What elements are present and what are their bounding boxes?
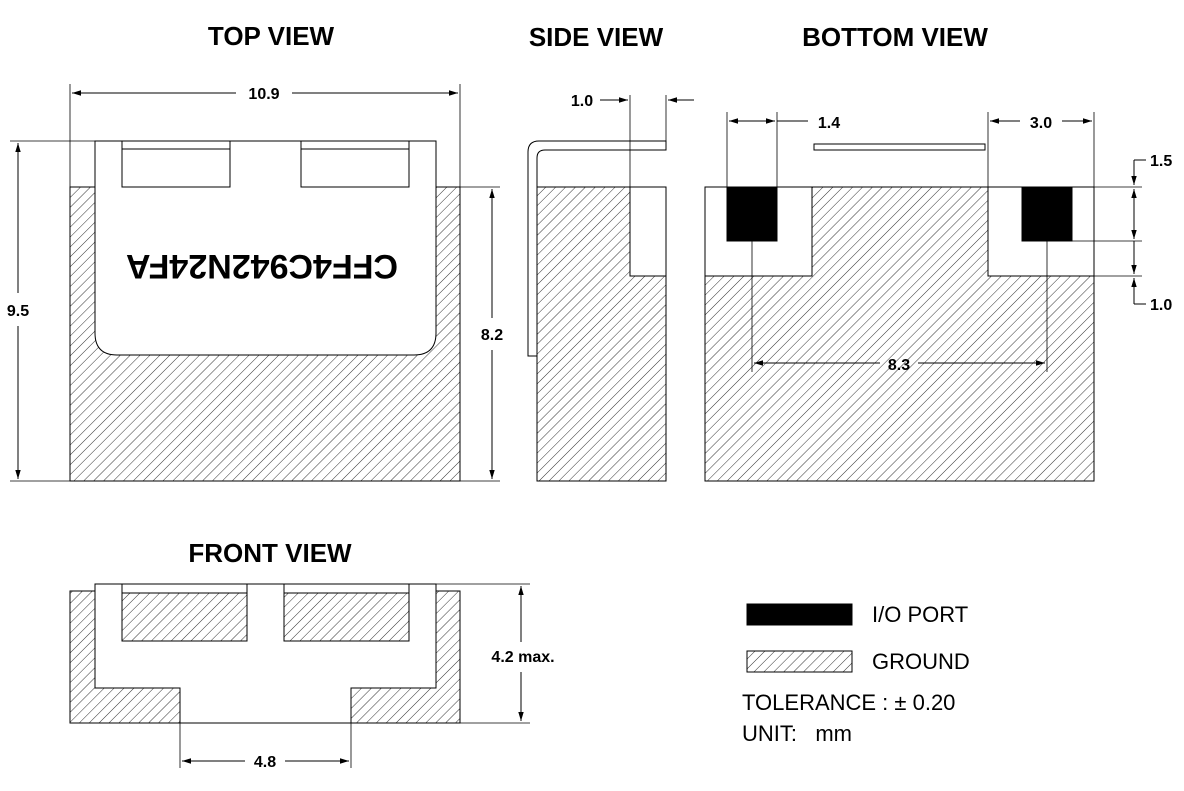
top-height-label: 9.5 [7, 303, 29, 320]
bottom-view-title: BOTTOM VIEW [802, 22, 988, 52]
top-body-height-label: 8.2 [481, 327, 503, 344]
top-view-cover [94, 140, 437, 356]
top-view: TOP VIEW CFF4C942N24FA 10.9 9.5 8.2 [7, 21, 503, 482]
tolerance-note: TOLERANCE : ± 0.20 [742, 690, 955, 715]
legend-ground-swatch [746, 650, 853, 673]
io-port-pad-right [1021, 186, 1073, 242]
bottom-pad-edge-label: 1.0 [1150, 297, 1172, 314]
unit-note: UNIT: mm [742, 721, 852, 746]
legend-io-port-label: I/O PORT [872, 602, 968, 627]
front-height-label: 4.2 max. [491, 649, 554, 666]
front-view-terminal-left [121, 592, 248, 642]
top-view-terminal-right [300, 140, 410, 188]
side-view-cover [527, 140, 667, 357]
front-view-terminal-right [283, 592, 410, 642]
legend-io-port-swatch [746, 603, 853, 626]
bottom-pad-pitch-label: 8.3 [888, 357, 910, 374]
side-view-terminal [629, 186, 667, 277]
io-port-pad-left [726, 186, 778, 242]
side-view: SIDE VIEW 1.0 [527, 22, 694, 482]
bottom-view: BOTTOM VIEW 1.4 3.0 1.5 1.0 [704, 22, 1172, 482]
top-view-title: TOP VIEW [208, 21, 335, 51]
bottom-pad-width-label: 1.4 [818, 115, 840, 132]
side-tab-label: 1.0 [571, 93, 593, 110]
front-view-title: FRONT VIEW [188, 538, 352, 568]
front-view: FRONT VIEW 4.2 max. 4.8 [69, 538, 555, 771]
part-marking: CFF4C942N24FA [126, 247, 398, 285]
top-width-label: 10.9 [248, 86, 279, 103]
legend-ground-label: GROUND [872, 649, 970, 674]
front-foot-gap-label: 4.8 [254, 754, 276, 771]
bottom-pad-offset-label: 3.0 [1030, 115, 1052, 132]
side-view-title: SIDE VIEW [529, 22, 664, 52]
bottom-pad-gap-label: 1.5 [1150, 153, 1172, 170]
legend: I/O PORT GROUND TOLERANCE : ± 0.20 UNIT:… [742, 602, 970, 746]
bottom-view-slot [813, 143, 986, 151]
top-view-terminal-left [121, 140, 231, 188]
